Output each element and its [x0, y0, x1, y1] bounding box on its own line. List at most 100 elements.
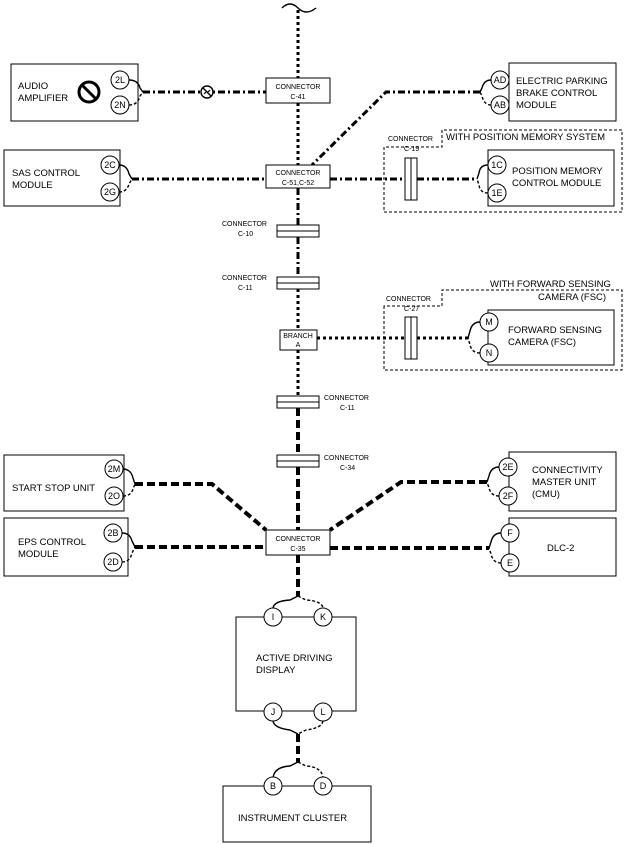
pin-label: AD — [494, 75, 507, 85]
connector-c10-label-1: CONNECTOR — [222, 221, 267, 228]
audio-amplifier-label-1: AUDIO — [18, 81, 48, 92]
fsc-label-1: FORWARD SENSING — [508, 325, 602, 336]
connector-c10: CONNECTOR C-10 — [222, 221, 320, 238]
c19-label-1: CONNECTOR — [388, 136, 433, 143]
line-start-stop — [135, 482, 268, 532]
connector-c35: CONNECTOR C-35 — [265, 529, 331, 556]
trunk-break-mark — [281, 3, 317, 13]
cmu-label-1: CONNECTIVITY — [532, 465, 603, 476]
fsc-option-frame — [383, 289, 623, 371]
pin-label: 2B — [107, 528, 118, 538]
pin-label: 2G — [104, 187, 116, 197]
fsc-option-label-1: WITH FORWARD SENSING — [490, 279, 611, 290]
pin-lead — [118, 164, 133, 180]
cluster-lead-solid — [272, 761, 299, 779]
prohibited-circle-icon — [77, 80, 101, 104]
pin-label: F — [507, 528, 513, 538]
fsc-box — [487, 309, 615, 366]
pin-label: D — [320, 781, 327, 791]
adp-label-1: ACTIVE DRIVING — [256, 653, 333, 664]
pin-lead — [118, 178, 133, 193]
pin-label: I — [272, 612, 275, 622]
cmu-box — [508, 451, 617, 512]
cluster-box — [222, 785, 372, 843]
pin-label: K — [320, 612, 326, 622]
position-memory-label-1: POSITION MEMORY — [512, 166, 603, 177]
connector-c34-label-2: C-34 — [340, 465, 355, 472]
pin-circle — [313, 607, 333, 627]
pin-label: 2C — [104, 160, 116, 170]
epb-label-1: ELECTRIC PARKING — [516, 76, 608, 87]
pin-label: AB — [494, 100, 506, 110]
c27-label-1: CONNECTOR — [386, 296, 431, 303]
sas-label-2: MODULE — [12, 180, 53, 191]
line-epb — [310, 90, 480, 167]
pin-lead — [479, 91, 492, 106]
pin-label: E — [507, 558, 513, 568]
pin-lead — [476, 164, 489, 180]
pin-label: L — [320, 707, 325, 717]
adp-top-lead-solid — [272, 595, 299, 609]
pin-lead — [476, 178, 489, 194]
c27-inline-connector — [404, 316, 418, 360]
branch-a-label-1: BRANCH — [283, 333, 313, 340]
pin-lead — [467, 337, 481, 354]
eps-label-2: MODULE — [18, 549, 59, 560]
pin-lead — [122, 483, 136, 497]
fsc-label-2: CAMERA (FSC) — [508, 337, 576, 348]
c27-label-2: C-27 — [404, 306, 419, 313]
adp-bottom-lead-dashed — [297, 720, 324, 735]
connector-c34: CONNECTOR C-34 — [276, 454, 369, 472]
pin-lead — [121, 532, 136, 548]
eps-label-1: EPS CONTROL — [18, 537, 86, 548]
pin-label: 1E — [491, 188, 502, 198]
pin-label: 2D — [107, 557, 119, 567]
connector-c41-label-1: CONNECTOR — [276, 84, 321, 91]
connector-c41: CONNECTOR C-41 — [265, 77, 331, 104]
epb-box — [508, 62, 617, 122]
pin-lead — [467, 321, 481, 339]
pin-circle — [263, 776, 283, 796]
pin-lead — [488, 547, 502, 564]
connector-c11-lower: CONNECTOR C-11 — [276, 395, 369, 412]
epb-label-3: MODULE — [516, 100, 557, 111]
position-memory-option-label: WITH POSITION MEMORY SYSTEM — [446, 132, 605, 143]
pin-label: 2N — [114, 100, 126, 110]
pin-lead — [128, 91, 144, 106]
connector-c35-label-1: CONNECTOR — [276, 536, 321, 543]
connector-c41-label-2: C-41 — [290, 94, 305, 101]
pin-label: 2L — [115, 75, 125, 85]
pin-label: J — [271, 707, 276, 717]
start-stop-label: START STOP UNIT — [12, 483, 95, 494]
pin-lead — [121, 546, 136, 563]
connector-c51: CONNECTOR C-51,C-52 — [265, 164, 331, 189]
connector-c11-upper: CONNECTOR C-11 — [222, 275, 320, 292]
branch-a: BRANCH A — [279, 329, 318, 351]
cmu-label-3: (CMU) — [532, 489, 560, 500]
pin-label: 2M — [108, 464, 121, 474]
connector-c51-label-1: CONNECTOR — [276, 170, 321, 177]
pin-lead — [479, 79, 492, 93]
pin-lead — [488, 532, 502, 549]
adp-bottom-lead-solid — [272, 720, 299, 735]
connector-c10-label-2: C-10 — [238, 231, 253, 238]
connector-c11-lower-label-2: C-11 — [340, 405, 355, 412]
line-cmu — [328, 480, 487, 532]
connector-c11-upper-label-1: CONNECTOR — [222, 275, 267, 282]
pin-label: B — [270, 781, 276, 791]
adp-label-2: DISPLAY — [256, 665, 296, 676]
pin-circle — [313, 776, 333, 796]
connector-c11-upper-label-2: C-11 — [238, 285, 253, 292]
pin-label: 2E — [502, 462, 513, 472]
sas-box — [3, 149, 121, 207]
branch-a-label-2: A — [296, 342, 301, 349]
position-memory-box — [487, 149, 615, 207]
position-memory-option-frame — [383, 129, 623, 213]
pin-lead — [128, 79, 144, 93]
pin-lead — [122, 468, 136, 485]
dlc-label: DLC-2 — [547, 543, 574, 554]
fsc-option-label-2: CAMERA (FSC) — [538, 292, 606, 303]
c19-inline-connector — [404, 157, 418, 201]
pin-label: N — [486, 348, 493, 358]
